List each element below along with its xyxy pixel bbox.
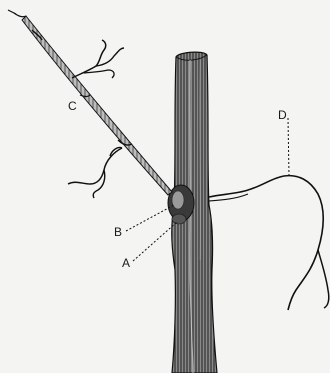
tendril-d <box>209 176 329 310</box>
label-b: B <box>114 226 122 238</box>
label-a: A <box>122 257 130 269</box>
lower-tendril <box>68 147 122 198</box>
leader-b <box>126 205 174 231</box>
label-c: C <box>68 100 77 112</box>
leader-a <box>133 222 177 261</box>
leader-d <box>288 118 289 176</box>
label-d: D <box>278 109 287 121</box>
shoot-c <box>8 10 172 195</box>
upper-tendril <box>72 40 124 78</box>
